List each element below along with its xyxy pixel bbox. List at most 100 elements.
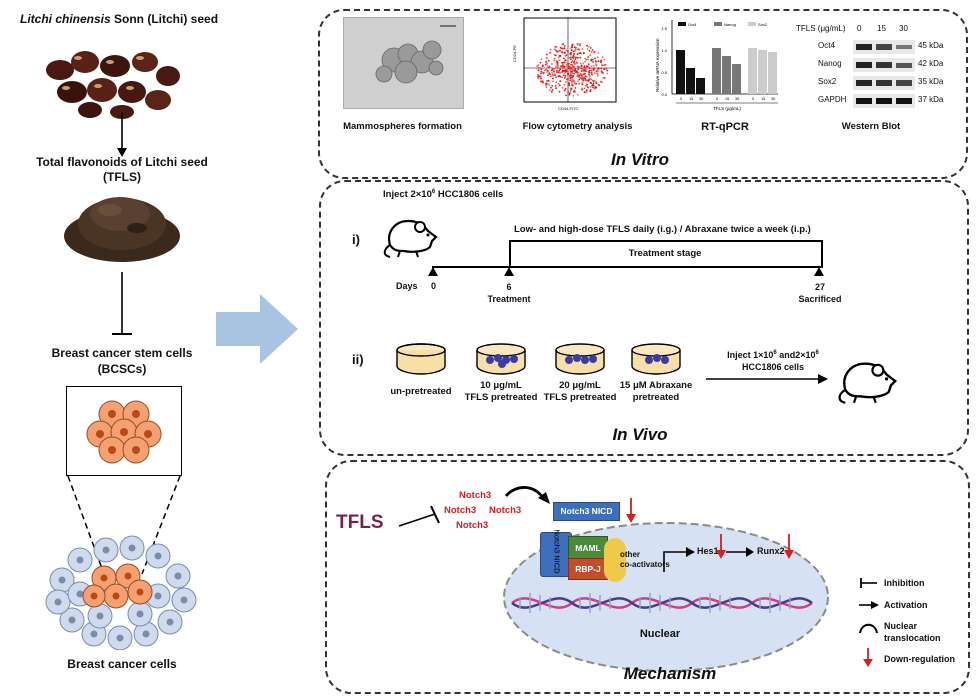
day6-value: 6	[506, 282, 512, 292]
day6-label: 6 Treatment	[479, 281, 539, 305]
wb-protein-nanog: Nanog	[818, 59, 842, 68]
bar-oct4-15	[686, 68, 695, 94]
wb-header: TFLS (μg/mL)	[796, 24, 846, 33]
rtqpcr-xtick-sox2-15: 15	[761, 97, 765, 101]
mechanism-panel	[325, 460, 970, 694]
bar-oct4-0	[676, 50, 685, 94]
wb-band-gapdh	[853, 94, 915, 108]
rtqpcr-xlabel: TFLS (μg/mL)	[713, 106, 741, 111]
dish-label-3: 15 μM Abraxane pretreated	[606, 380, 706, 404]
wb-band-oct4	[853, 40, 915, 54]
inject-text: Inject 2×106 HCC1806 cells	[383, 189, 503, 200]
western-label: Western Blot	[841, 121, 901, 132]
bcsc-box	[66, 386, 182, 476]
inject-text-rest: HCC1806 cells	[435, 189, 504, 201]
coactivator-label: other co-activators	[620, 550, 670, 570]
treatment-stage-bracket	[509, 240, 823, 268]
wb-protein-sox2: Sox2	[818, 77, 837, 86]
coactivator-block	[604, 538, 626, 582]
hes1-to-runx2-arrow	[726, 547, 754, 557]
day27-sub: Sacrificed	[798, 294, 842, 304]
dish-label-0-line1: un-pretreated	[390, 386, 452, 397]
nicd-box-label: Notch3 NICD	[560, 506, 613, 516]
rtqpcr-chart: 0.0 0.5 1.0 1.5 Relative mRNA expression…	[655, 20, 778, 111]
step-i-label: i)	[352, 232, 360, 247]
in-vitro-title: In Vitro	[611, 150, 669, 169]
dish-label-3-line1: 15 μM Abraxane	[619, 380, 693, 391]
legend-downregulation-icon	[863, 648, 873, 667]
dish-abraxane	[631, 343, 681, 375]
dish-label-3-line2: pretreated	[632, 392, 680, 403]
wb-size-oct4: 45 kDa	[918, 41, 944, 50]
seed-title-italic: Litchi chinensis	[20, 12, 111, 26]
arrow-seed-to-tfls	[117, 112, 127, 157]
zoom-lines	[67, 475, 181, 575]
inject-text-main: Inject 2×10	[383, 189, 432, 201]
dish-label-1-line2: TFLS pretreated	[464, 392, 538, 403]
rtqpcr-legend-oct4: Oct4	[688, 22, 697, 27]
wb-protein-oct4: Oct4	[818, 41, 835, 50]
legend-inhibition-label: Inhibition	[884, 578, 925, 588]
in-vitro-panel	[318, 9, 968, 179]
legend-translocation-icon	[859, 623, 878, 634]
legend-activation-icon	[859, 601, 879, 609]
bar-sox2-0	[748, 48, 757, 94]
legend-activation-label: Activation	[884, 600, 928, 610]
inject2-sup1: 6	[773, 350, 777, 356]
wb-dose-30: 30	[899, 24, 908, 33]
tfls-label-line2: (TFLS)	[103, 170, 141, 184]
in-vivo-title: In Vivo	[612, 425, 668, 444]
dish-label-0: un-pretreated	[371, 386, 471, 398]
inject2-sup2: 6	[815, 350, 819, 356]
mouse-icon-2	[838, 362, 898, 404]
dish-label-1-line1: 10 μg/mL	[480, 380, 522, 391]
rtqpcr-xtick-nanog-30: 30	[735, 97, 739, 101]
nuclear-label: Nuclear	[639, 628, 681, 640]
hes1-label: Hes1	[697, 546, 719, 556]
flow-label: Flow cytometry analysis	[522, 121, 633, 132]
legend-translocation-label: Nuclear translocation	[884, 621, 941, 643]
in-vivo-panel	[319, 180, 969, 456]
days-label: Days	[396, 281, 418, 291]
rtqpcr-ytick-3: 1.5	[661, 26, 667, 31]
rtqpcr-xtick-sox2-30: 30	[771, 97, 775, 101]
flow-cytometry-plot: CD24-PE CD44-FITC	[512, 17, 617, 111]
tfls-inhibition	[398, 505, 440, 527]
dish-label-2-line1: 20 μg/mL	[559, 380, 601, 391]
rtqpcr-ytick-1: 0.5	[661, 70, 667, 75]
timeline-axis	[432, 266, 821, 268]
dish-tfls-20	[555, 343, 605, 375]
maml-label: MAML	[575, 543, 601, 553]
maml-block: MAML	[568, 536, 608, 560]
rtqpcr-xtick-oct4-30: 30	[699, 97, 703, 101]
bar-nanog-30	[732, 64, 741, 94]
marker-day0	[428, 267, 438, 276]
treatment-stage-label: Treatment stage	[628, 248, 702, 259]
rtqpcr-legend-swatch-oct4	[678, 22, 686, 26]
rtqpcr-legend-sox2: Sox2	[758, 22, 768, 27]
legend-downregulation-label: Down-regulation	[884, 654, 955, 664]
transcription-start-arrow	[663, 547, 695, 572]
inject2-text: Inject 1×106 and2×106 HCC1806 cells	[708, 347, 838, 373]
rtqpcr-ytick-2: 1.0	[661, 48, 667, 53]
wb-size-nanog: 42 kDa	[918, 59, 944, 68]
day27-value: 27	[814, 282, 825, 292]
rtqpcr-xtick-nanog-0: 0	[716, 97, 718, 101]
dish-un-pretreated	[396, 343, 446, 375]
wb-size-sox2: 35 kDa	[918, 77, 944, 86]
bar-sox2-30	[768, 52, 777, 94]
seed-title-rest: Sonn (Litchi) seed	[110, 12, 219, 26]
rtqpcr-xtick-sox2-0: 0	[752, 97, 754, 101]
translocation-arrow	[504, 486, 550, 504]
wb-band-nanog	[853, 58, 915, 72]
dish-label-2-line2: TFLS pretreated	[543, 392, 617, 403]
rbpj-label: RBP-J	[575, 564, 601, 574]
tfls-label: Total flavonoids of Litchi seed (TFLS)	[2, 155, 242, 185]
rtqpcr-xtick-nanog-15: 15	[725, 97, 729, 101]
inject2-line1: Inject 1×106 and2×106	[708, 347, 838, 361]
rtqpcr-bars	[676, 48, 777, 94]
wb-band-sox2	[853, 76, 915, 90]
mechanism-title: Mechanism	[623, 664, 717, 683]
hes1-down-arrow	[716, 534, 726, 559]
bar-oct4-30	[696, 78, 705, 94]
